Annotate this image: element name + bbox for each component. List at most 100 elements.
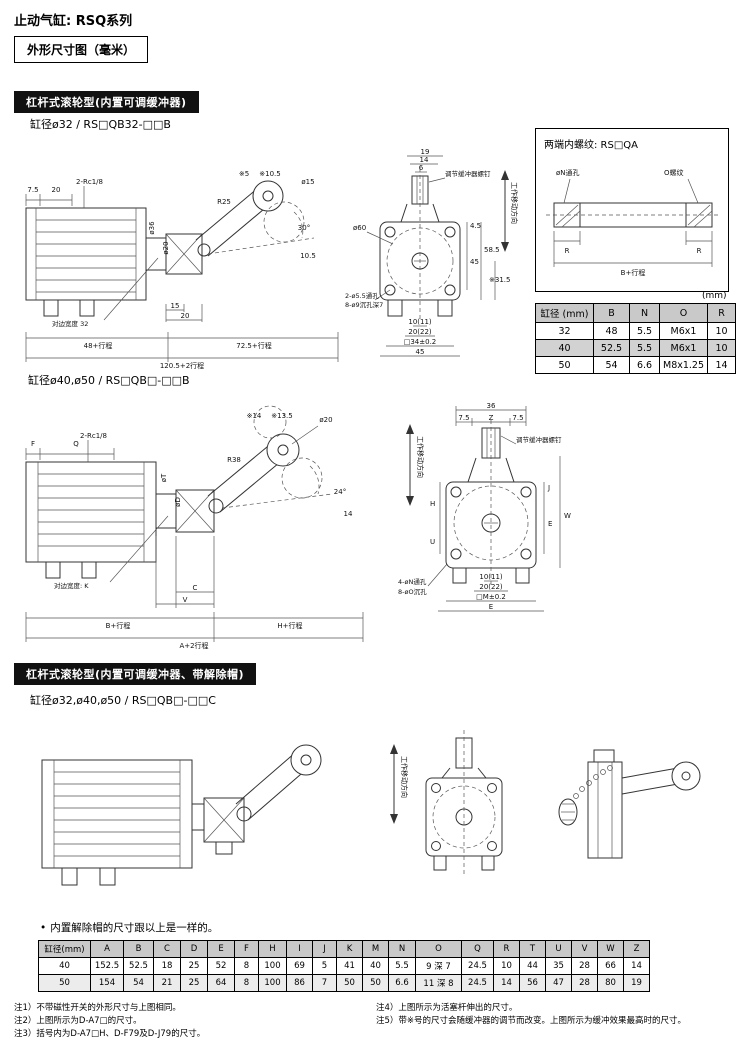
cell: 10 <box>493 957 520 975</box>
dim-f: F <box>31 440 35 448</box>
cell: 52 <box>207 957 235 975</box>
dim-10-5: 10.5 <box>300 252 316 260</box>
cell: 35 <box>545 957 572 975</box>
bullet-icon <box>40 922 50 934</box>
main-dimension-table: 缸径(mm) A B C D E F H I J K M N O Q R T U… <box>38 940 650 992</box>
col-header: 缸径(mm) <box>38 940 91 958</box>
dim-star13-5: ※13.5 <box>271 412 292 420</box>
work-direction-label: 工作移动方向 <box>416 436 425 478</box>
side-view-drawing-o40-50: F Q 2-Rc1/8 ※14 ※13.5 ø20 R38 øT øD 24° … <box>25 405 364 650</box>
cell: 69 <box>286 957 313 975</box>
cap-chain-view <box>558 749 701 859</box>
cell: 18 <box>153 957 181 975</box>
dim-72-5-stroke: 72.5+行程 <box>236 341 271 350</box>
dim-o15: ø15 <box>301 178 314 186</box>
col-header: J <box>312 940 337 958</box>
unit-label: (mm) <box>702 291 727 301</box>
dim-e: E <box>548 520 552 528</box>
cell: 19 <box>623 974 650 992</box>
dim-48-stroke: 48+行程 <box>84 341 113 350</box>
dim-34-02: □34±0.2 <box>404 338 437 346</box>
cell: 14 <box>707 356 737 374</box>
col-header: O <box>415 940 462 958</box>
counterbore-label: 8-øO沉孔 <box>398 588 427 596</box>
col-header: D <box>180 940 208 958</box>
dim-10-11: 10(11) <box>479 573 503 581</box>
cell: 25 <box>180 957 208 975</box>
dim-20: 20 <box>52 186 61 194</box>
dim-7-5: 7.5 <box>27 186 38 194</box>
model-label-o40-50: 缸径ø40,ø50 / RS□QB□-□□B <box>28 374 190 387</box>
cell: 28 <box>571 974 598 992</box>
col-header: Z <box>623 940 650 958</box>
dim-24deg: 24° <box>334 488 346 496</box>
section1-header-bar: 杠杆式滚轮型(内置可调缓冲器) <box>14 91 199 113</box>
cell: 56 <box>519 974 546 992</box>
dim-4-5: 4.5 <box>470 222 481 230</box>
cell: 54 <box>123 974 154 992</box>
cell: 64 <box>207 974 235 992</box>
dimension-diagram-box: 外形尺寸图（毫米） <box>14 36 149 63</box>
cell: 44 <box>519 957 546 975</box>
dim-r-right: R <box>697 247 702 255</box>
cell: 10 <box>707 322 737 340</box>
dim-20b: 20 <box>181 312 190 320</box>
cell: 52.5 <box>123 957 154 975</box>
cap-dimension-note: 内置解除帽的尺寸跟以上是一样的。 <box>40 920 218 935</box>
col-header: N <box>388 940 416 958</box>
col-header: T <box>519 940 546 958</box>
dim-30deg: 30° <box>298 224 310 232</box>
dim-10-11: 10(11) <box>408 318 432 326</box>
dim-oT: øT <box>160 473 168 482</box>
cell: 8 <box>234 957 259 975</box>
rod-and-lever <box>145 180 315 275</box>
col-header: M <box>362 940 389 958</box>
side-view-drawing-o32: 7.5 20 2-Rc1/8 ø36 ø20 R25 ※5 ※10.5 ø15 … <box>25 170 339 370</box>
front-view-drawing-o32: 19 14 6 ø60 4.5 45 58.5 ※31.5 调节缓冲器螺钉 2-… <box>345 148 519 357</box>
cell: 66 <box>597 957 624 975</box>
cell: 48 <box>593 322 630 340</box>
col-header: B <box>593 303 630 323</box>
footnotes-left: 注1）不带磁性开关的外形尺寸与上图相同。 注2）上图所示为D-A7□的尺寸。 注… <box>14 1002 376 1042</box>
dim-m-02: □M±0.2 <box>476 593 506 601</box>
col-header: K <box>336 940 363 958</box>
table-header-row: 缸径 (mm) B N O R <box>535 303 737 323</box>
note-5: 注5）带※号的尺寸会随缓冲器的调节而改变。上图所示为缓冲效果最高时的尺寸。 <box>376 1016 687 1027</box>
cell: 5 <box>312 957 337 975</box>
dim-r-left: R <box>565 247 570 255</box>
through-hole-label: 4-øN通孔 <box>398 577 427 586</box>
dim-7-5-left: 7.5 <box>458 414 469 422</box>
dimension-lines <box>25 186 339 362</box>
dim-z: Z <box>489 414 494 422</box>
dim-r38: R38 <box>227 456 241 464</box>
dim-o20: ø20 <box>319 416 332 424</box>
cell: 40 <box>362 957 389 975</box>
dim-w: W <box>564 512 571 520</box>
col-header: O <box>658 303 709 323</box>
dim-q: Q <box>73 440 79 448</box>
adjuster-label: 调节缓冲器螺钉 <box>516 435 562 444</box>
dim-120-5-stroke: 120.5+2行程 <box>160 361 204 370</box>
dim-20-22: 20(22) <box>479 583 503 591</box>
cell: 6.6 <box>388 974 416 992</box>
cell: 152.5 <box>90 957 124 975</box>
note-1: 注1）不带磁性开关的外形尺寸与上图相同。 <box>14 1003 181 1013</box>
cell: 14 <box>493 974 520 992</box>
front-body <box>445 420 537 588</box>
col-header: 缸径 (mm) <box>535 303 594 323</box>
thread-box-title: 两端内螺纹: RS□QA <box>544 140 639 151</box>
cell: M6x1 <box>658 322 709 340</box>
cell: 25 <box>180 974 208 992</box>
dim-j: J <box>547 484 550 492</box>
cell: 50 <box>362 974 389 992</box>
dim-h: H <box>430 500 435 508</box>
dim-36: 36 <box>487 402 496 410</box>
dim-14: 14 <box>344 510 353 518</box>
o-thread-label: O螺纹 <box>664 168 684 177</box>
cell: 5.5 <box>629 339 660 357</box>
front-view-drawing-o40-50: 工作移动方向 36 7.5 Z 7.5 J E W H U 调节缓冲器螺钉 4-… <box>398 402 571 612</box>
